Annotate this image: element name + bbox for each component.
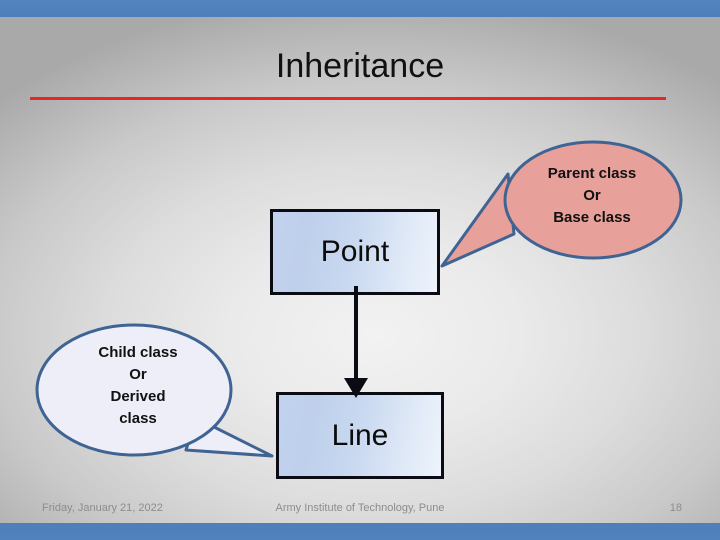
- footer-organization: Army Institute of Technology, Pune: [275, 502, 445, 514]
- child-callout-line-3: Derived: [110, 388, 166, 405]
- top-brand-bar: [0, 0, 720, 17]
- parent-callout-tail: [440, 172, 516, 268]
- child-callout-line-2: Or: [129, 366, 147, 383]
- class-box-line-label: Line: [331, 418, 389, 452]
- child-callout-text: Child class Or Derived class: [44, 342, 232, 430]
- page-title: Inheritance: [275, 47, 445, 85]
- parent-callout-line-1: Parent class: [547, 165, 637, 182]
- bottom-brand-bar: [0, 523, 720, 540]
- slide-footer: Friday, January 21, 2022 Army Institute …: [0, 497, 720, 523]
- footer-page-number: 18: [669, 502, 682, 514]
- parent-callout-line-3: Base class: [553, 209, 631, 226]
- footer-date: Friday, January 21, 2022: [42, 502, 163, 514]
- class-box-line: Line: [276, 392, 444, 479]
- parent-class-callout: [440, 140, 683, 268]
- class-box-point-label: Point: [320, 235, 390, 268]
- child-callout-line-4: class: [119, 410, 157, 427]
- child-callout-line-1: Child class: [98, 344, 178, 361]
- child-callout-bubble: [35, 323, 233, 457]
- class-box-point: Point: [270, 209, 440, 295]
- child-callout-tail: [184, 416, 274, 458]
- parent-callout-line-2: Or: [583, 187, 601, 204]
- parent-callout-bubble: [503, 140, 683, 260]
- child-class-callout: [35, 323, 274, 458]
- parent-callout-text: Parent class Or Base class: [506, 163, 678, 229]
- title-underline-rule: [30, 97, 666, 100]
- inheritance-arrow-icon: [344, 286, 368, 398]
